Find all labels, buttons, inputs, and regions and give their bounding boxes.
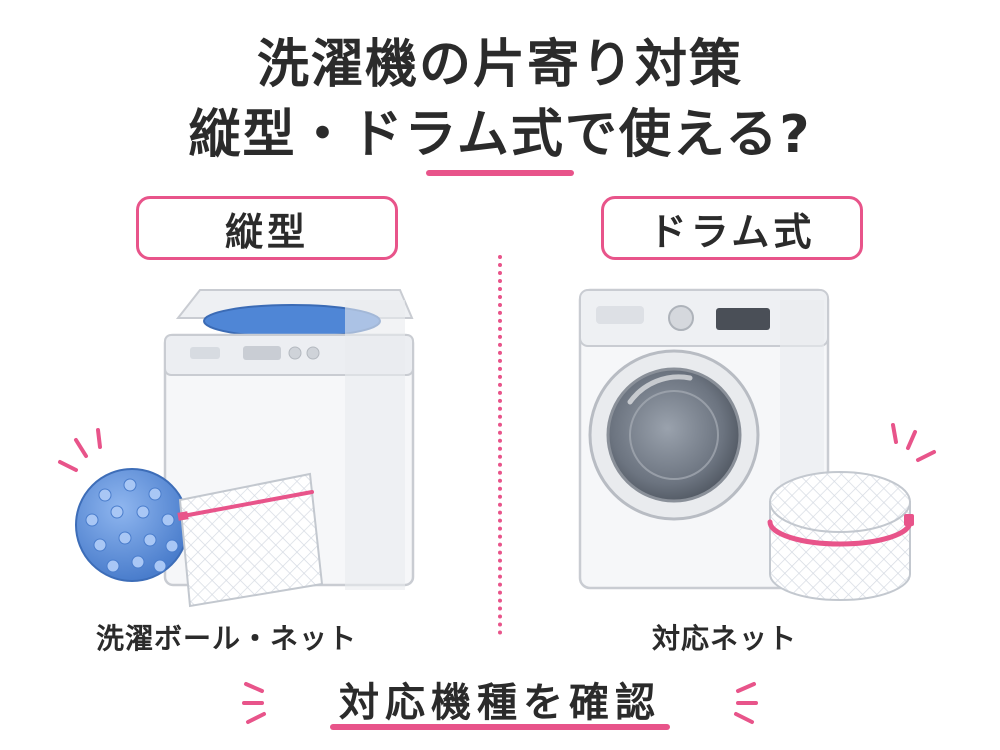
footer-underline xyxy=(330,724,670,730)
laundry-ball-icon xyxy=(75,468,189,582)
right-caption: 対応ネット xyxy=(652,622,798,655)
drum-washer-icon xyxy=(578,288,830,590)
sparkle-bottom-icon xyxy=(242,682,758,724)
left-caption: 洗濯ボール・ネット xyxy=(96,622,358,655)
drum-label: ドラム式 xyxy=(601,196,863,260)
top-load-washer-icon xyxy=(163,289,415,590)
sparkle-right-icon xyxy=(891,423,936,462)
round-laundry-net-icon xyxy=(767,471,914,601)
title-accent-line xyxy=(426,170,574,176)
sparkle-left-icon xyxy=(58,428,102,472)
center-divider xyxy=(498,255,502,635)
title-line-1: 洗濯機の片寄り対策 xyxy=(256,35,743,95)
flat-laundry-net-icon xyxy=(177,472,324,608)
footer-text: 対応機種を確認 xyxy=(339,680,661,726)
title-line-2: 縦型・ドラム式で使える? xyxy=(188,105,812,165)
top-load-label: 縦型 xyxy=(136,196,398,260)
